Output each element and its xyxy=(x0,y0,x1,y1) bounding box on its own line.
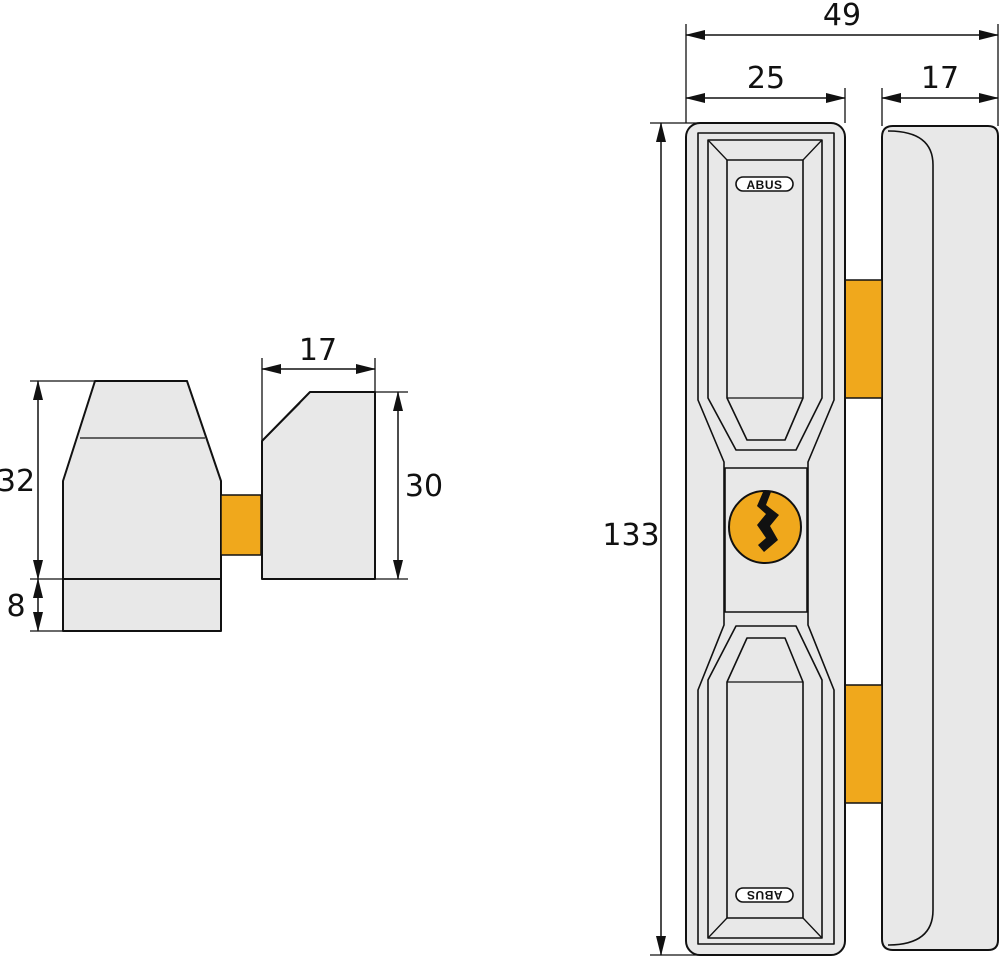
dimension-side-view-depth: 17 xyxy=(261,333,376,441)
key-cylinder-icon xyxy=(728,490,802,564)
dimension-total-width: 49 xyxy=(685,0,999,126)
dim-label-small-height: 32 xyxy=(0,464,35,499)
dim-label-side-view-depth: 17 xyxy=(299,333,337,368)
svg-text:ABUS: ABUS xyxy=(746,888,782,902)
bolt-lower xyxy=(844,684,883,804)
dim-label-total-width: 49 xyxy=(823,0,861,33)
dimension-side-view-height: 30 xyxy=(375,391,443,580)
bolt-upper xyxy=(844,279,883,399)
dimension-side-width: 17 xyxy=(881,61,999,126)
dim-label-small-base: 8 xyxy=(6,589,25,624)
svg-text:ABUS: ABUS xyxy=(746,178,782,192)
small-lock-side-view xyxy=(62,380,376,632)
dimension-total-height: 133 xyxy=(602,122,700,956)
dim-label-main-width: 25 xyxy=(747,61,785,96)
abus-logo-top: ABUS xyxy=(735,176,794,192)
small-bolt xyxy=(220,494,262,556)
dim-label-side-width: 17 xyxy=(921,61,959,96)
dimension-small-height: 32 xyxy=(0,380,95,580)
dimension-small-base: 8 xyxy=(6,578,63,632)
dim-label-side-view-height: 30 xyxy=(405,469,443,504)
dimension-main-width: 25 xyxy=(685,61,846,123)
abus-logo-bottom: ABUS xyxy=(735,887,794,903)
dim-label-total-height: 133 xyxy=(602,518,659,553)
